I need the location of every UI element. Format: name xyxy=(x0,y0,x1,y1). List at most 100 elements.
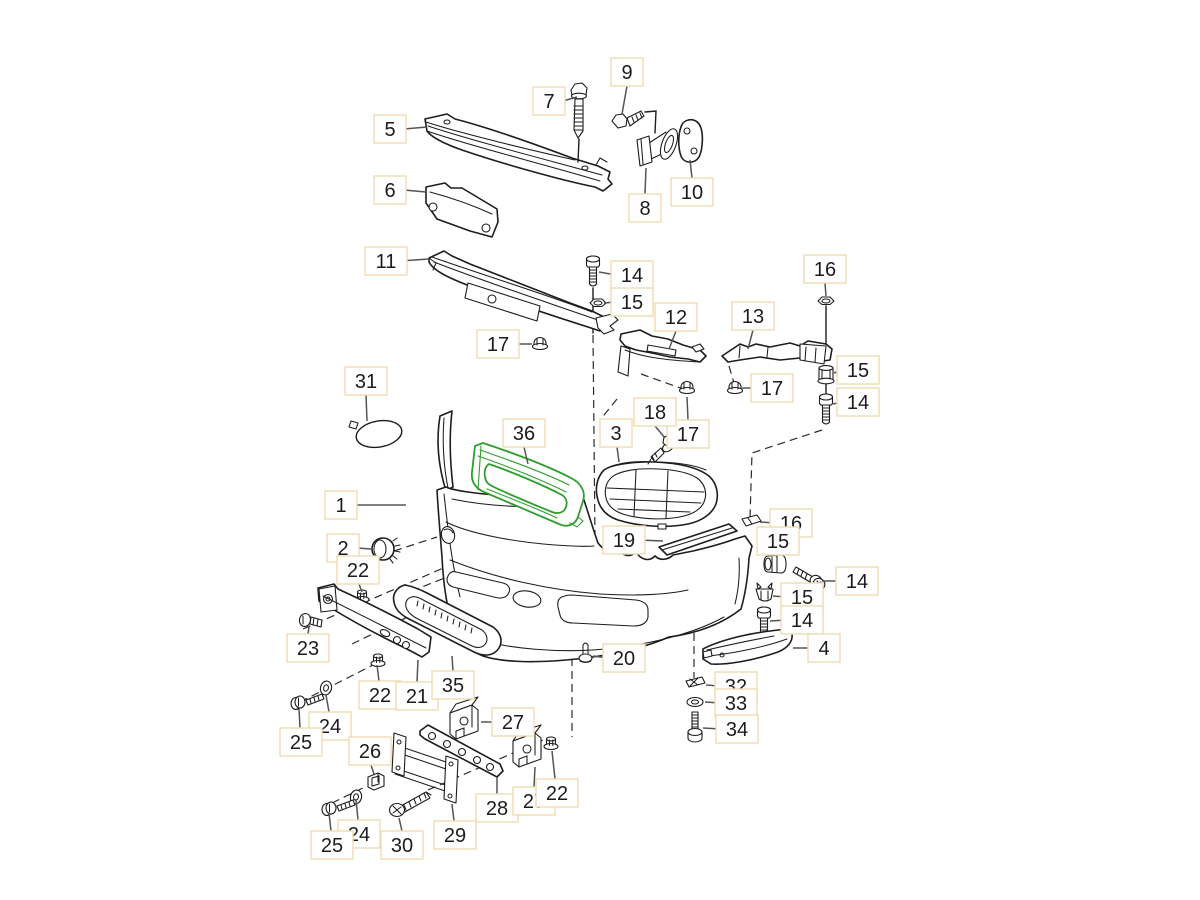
callout-7: 7 xyxy=(532,86,578,116)
callout-14: 14 xyxy=(769,605,824,635)
callout-33: 33 xyxy=(704,688,758,718)
svg-text:3: 3 xyxy=(610,423,621,445)
callout-27: 27 xyxy=(481,707,535,737)
callout-22: 22 xyxy=(336,555,380,593)
part-17-nut xyxy=(678,380,696,395)
part-2-cover-plug xyxy=(371,537,401,564)
callout-11: 11 xyxy=(364,246,430,276)
part-33-washer xyxy=(686,696,704,708)
part-21-license-bracket xyxy=(317,583,432,658)
callout-15: 15 xyxy=(833,355,880,385)
part-28-mounting-bar xyxy=(419,724,504,778)
svg-text:8: 8 xyxy=(639,198,650,220)
part-11-upper-support xyxy=(428,250,619,335)
part-9-screw xyxy=(611,110,657,134)
svg-text:1: 1 xyxy=(335,495,346,517)
svg-text:9: 9 xyxy=(621,62,632,84)
part-25-bolt xyxy=(290,693,325,711)
callout-31: 31 xyxy=(344,366,388,422)
part-20-screw xyxy=(578,642,593,664)
svg-text:17: 17 xyxy=(487,334,509,356)
svg-text:25: 25 xyxy=(290,732,312,754)
callout-4: 4 xyxy=(793,633,841,663)
svg-text:14: 14 xyxy=(791,610,813,632)
svg-text:22: 22 xyxy=(369,685,391,707)
part-27-clip xyxy=(449,696,479,740)
part-7-bolt xyxy=(570,82,588,163)
svg-text:2: 2 xyxy=(337,538,348,560)
callout-25: 25 xyxy=(310,812,354,860)
part-14-bolt xyxy=(585,255,601,287)
callout-21: 21 xyxy=(395,659,439,711)
callout-3: 3 xyxy=(599,418,633,463)
part-8-tow-fitting-support xyxy=(636,128,679,167)
part-4-spoiler-lip xyxy=(702,620,794,665)
svg-text:26: 26 xyxy=(359,741,381,763)
svg-text:14: 14 xyxy=(621,265,643,287)
svg-text:15: 15 xyxy=(791,587,813,609)
callout-9: 9 xyxy=(610,57,644,115)
svg-text:28: 28 xyxy=(486,798,508,820)
part-31-seal-ring xyxy=(348,419,403,449)
part-16-clip xyxy=(741,514,762,527)
svg-text:17: 17 xyxy=(677,424,699,446)
svg-text:18: 18 xyxy=(644,402,666,424)
part-15-grommet xyxy=(763,554,787,574)
svg-text:4: 4 xyxy=(818,638,829,660)
part-22-nut xyxy=(543,736,559,751)
svg-text:16: 16 xyxy=(814,259,836,281)
svg-text:35: 35 xyxy=(442,675,464,697)
part-34-bolt xyxy=(687,711,703,743)
callout-34: 34 xyxy=(702,714,759,744)
callout-13: 13 xyxy=(731,301,775,350)
part-36-center-air-duct-highlighted xyxy=(470,442,585,528)
svg-text:14: 14 xyxy=(846,571,868,593)
svg-text:17: 17 xyxy=(761,378,783,400)
callout-36: 36 xyxy=(502,418,546,465)
callout-35: 35 xyxy=(431,655,475,700)
part-3-side-grille xyxy=(595,460,719,530)
callout-28: 28 xyxy=(475,778,519,823)
callout-26: 26 xyxy=(348,736,392,775)
svg-text:23: 23 xyxy=(297,638,319,660)
svg-text:12: 12 xyxy=(665,307,687,329)
svg-text:22: 22 xyxy=(347,560,369,582)
part-24-washer xyxy=(318,679,334,697)
part-15-spacer xyxy=(817,365,835,385)
part-17-nut xyxy=(531,336,549,351)
callout-30: 30 xyxy=(380,817,424,860)
callout-5: 5 xyxy=(373,114,428,144)
svg-text:30: 30 xyxy=(391,835,413,857)
part-14-bolt xyxy=(818,393,834,425)
svg-text:13: 13 xyxy=(742,306,764,328)
callout-22: 22 xyxy=(358,664,402,710)
callout-16: 16 xyxy=(803,254,847,297)
svg-text:29: 29 xyxy=(444,825,466,847)
part-16-nut xyxy=(817,296,835,306)
callout-14: 14 xyxy=(822,566,879,596)
svg-text:27: 27 xyxy=(502,712,524,734)
callout-15: 15 xyxy=(603,287,654,317)
svg-text:14: 14 xyxy=(847,392,869,414)
part-30-screw xyxy=(388,791,432,818)
callout-6: 6 xyxy=(373,175,427,205)
callout-25: 25 xyxy=(279,708,323,757)
svg-text:31: 31 xyxy=(355,371,377,393)
callout-12: 12 xyxy=(654,302,698,350)
svg-text:33: 33 xyxy=(725,693,747,715)
part-19-trim-strip xyxy=(658,523,738,556)
callout-29: 29 xyxy=(433,803,477,850)
svg-text:10: 10 xyxy=(681,182,703,204)
svg-text:6: 6 xyxy=(384,180,395,202)
part-12-guide-bracket xyxy=(617,329,707,377)
part-15-clip xyxy=(755,582,774,602)
part-29-bracket xyxy=(391,732,459,804)
callout-23: 23 xyxy=(286,626,330,663)
part-5-impact-beam xyxy=(424,113,613,192)
callout-14: 14 xyxy=(832,387,880,417)
svg-text:15: 15 xyxy=(767,531,789,553)
svg-text:21: 21 xyxy=(406,686,428,708)
svg-text:7: 7 xyxy=(543,91,554,113)
